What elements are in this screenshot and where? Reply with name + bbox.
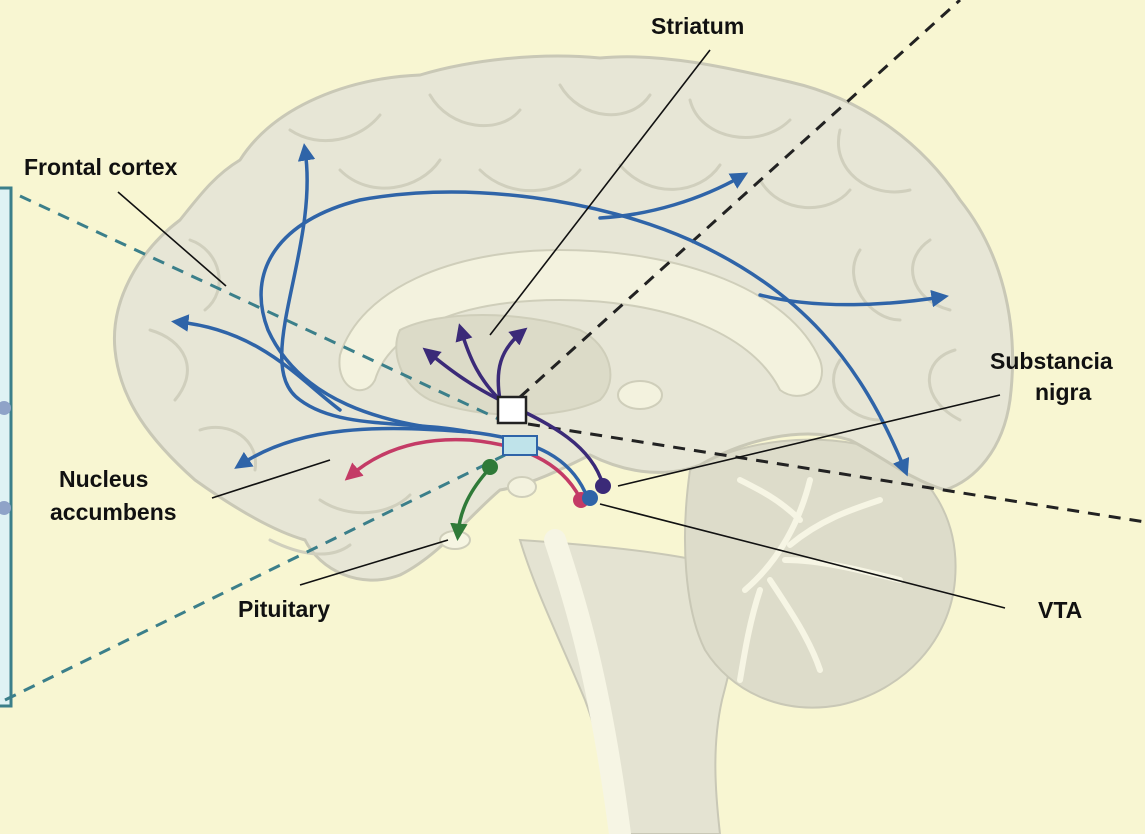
label-nucleus-accumbens-line2: accumbens: [50, 499, 177, 526]
label-substantia-nigra-line1: Substancia: [990, 348, 1113, 375]
vta-dot: [582, 490, 598, 506]
pineal-area: [618, 381, 662, 409]
label-nucleus-accumbens-line1: Nucleus: [59, 466, 148, 493]
label-frontal-cortex: Frontal cortex: [24, 154, 177, 181]
brain-silhouette: [114, 56, 1012, 834]
label-striatum: Striatum: [651, 13, 744, 40]
pituitary-gland: [440, 531, 470, 549]
green-nucleus-dot: [482, 459, 498, 475]
zoom-box-striatum: [498, 397, 526, 423]
substantia-nigra-dot: [595, 478, 611, 494]
label-pituitary: Pituitary: [238, 596, 330, 623]
label-substantia-nigra-line2: nigra: [1035, 379, 1091, 406]
mammillary-body: [508, 477, 536, 497]
inset-box-hypothalamus: [503, 436, 537, 455]
label-vta: VTA: [1038, 597, 1082, 624]
inset-panel-left: [0, 188, 11, 706]
